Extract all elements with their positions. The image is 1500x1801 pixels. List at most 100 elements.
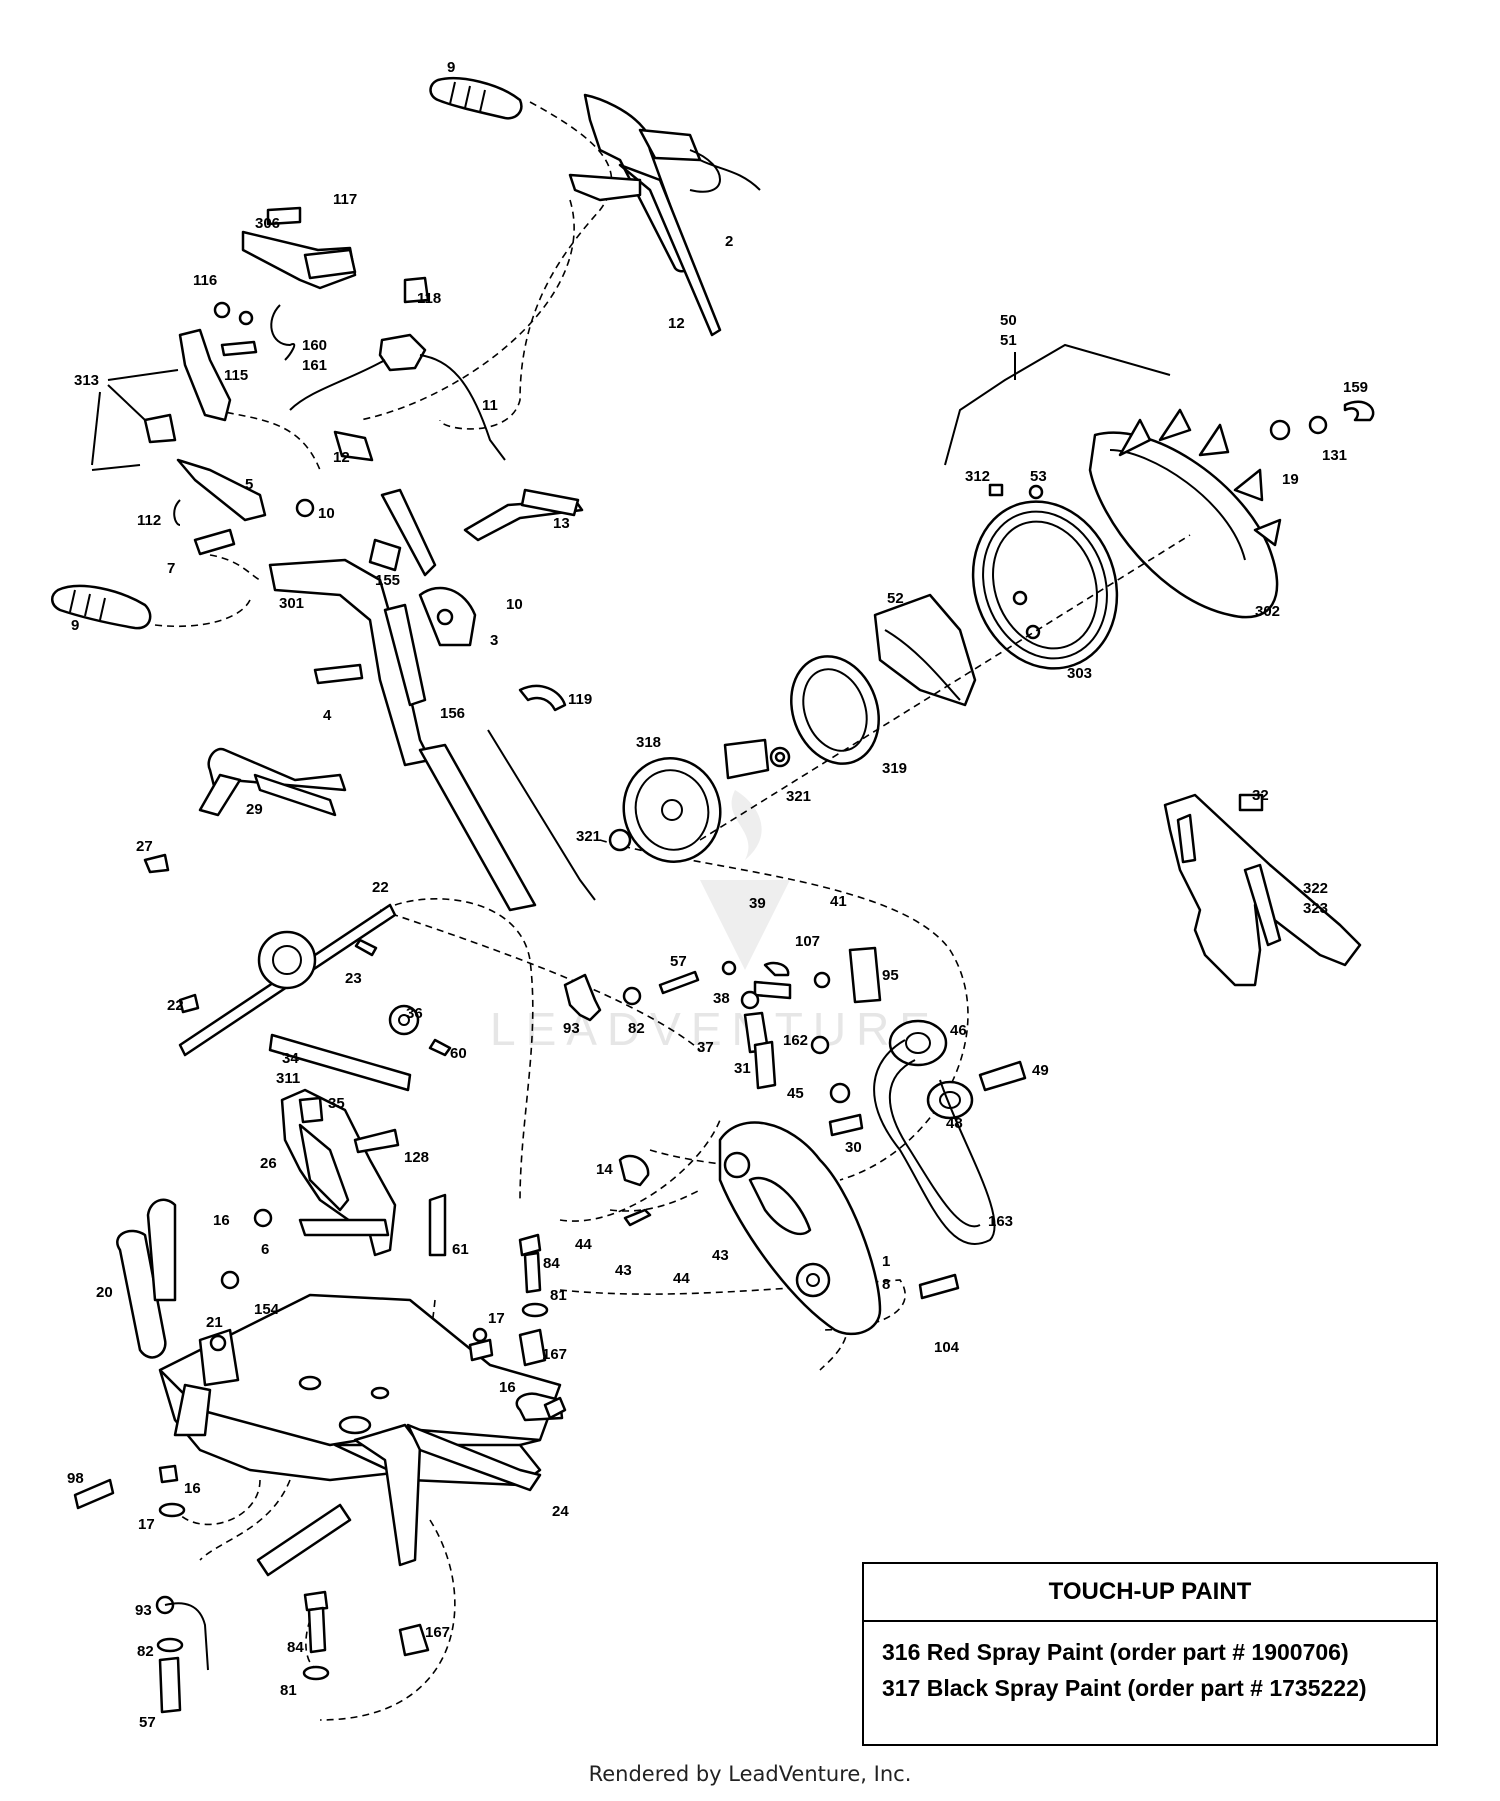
part-label: 162: [783, 1032, 808, 1049]
part-label: 318: [636, 734, 661, 751]
part-label: 61: [452, 1241, 469, 1258]
control-handle-upper: [568, 93, 761, 337]
part-label: 16: [184, 1480, 201, 1497]
part-label: 52: [887, 590, 904, 607]
axle-sprocket-chain: [143, 747, 452, 1092]
part-label: 41: [830, 893, 847, 910]
part-label: 311: [276, 1070, 300, 1087]
part-label: 161: [302, 357, 327, 374]
part-label: 44: [575, 1236, 592, 1253]
part-label: 154: [254, 1301, 280, 1318]
part-label: 39: [749, 895, 766, 912]
part-label: 4: [323, 707, 332, 724]
watermark-text: LEADVENTURE: [490, 1003, 940, 1055]
part-label: 7: [167, 560, 175, 577]
lever-assembly-upper-left: [91, 206, 584, 577]
part-label: 3: [490, 632, 498, 649]
part-label: 112: [137, 512, 161, 529]
watermark: LEADVENTURE: [490, 790, 940, 1055]
part-label: 22: [167, 997, 184, 1014]
part-label: 321: [576, 828, 601, 845]
part-label: 8: [882, 1276, 890, 1293]
part-label: 82: [628, 1020, 645, 1037]
part-label: 6: [261, 1241, 269, 1258]
part-label: 1: [882, 1253, 890, 1270]
leader-lines: [91, 352, 1016, 466]
touch-up-paint-list: 316 Red Spray Paint (order part # 190070…: [864, 1622, 1436, 1706]
part-label: 46: [950, 1022, 967, 1039]
part-label: 37: [697, 1039, 714, 1056]
footer-credit: Rendered by LeadVenture, Inc.: [588, 1762, 912, 1786]
part-label: 155: [375, 572, 400, 589]
part-label: 49: [1032, 1062, 1049, 1079]
main-frame: [158, 1293, 567, 1577]
handle-grip-lower: [51, 584, 152, 630]
center-linkage: [563, 946, 882, 1090]
part-label: 57: [139, 1714, 156, 1731]
paint-item-red: 316 Red Spray Paint (order part # 190070…: [882, 1639, 1349, 1665]
part-label: 10: [506, 596, 523, 613]
part-label: 319: [882, 760, 907, 777]
part-label: 19: [1282, 471, 1299, 488]
part-label: 16: [499, 1379, 516, 1396]
touch-up-paint-title: TOUCH-UP PAINT: [864, 1564, 1436, 1622]
part-label: 17: [488, 1310, 505, 1327]
part-label: 20: [96, 1284, 113, 1301]
lower-fasteners: [73, 1233, 549, 1714]
part-label: 116: [193, 272, 217, 289]
part-label: 98: [67, 1470, 84, 1487]
part-label: 131: [1322, 447, 1347, 464]
part-label: 14: [596, 1161, 613, 1178]
part-label: 167: [542, 1346, 567, 1363]
part-label: 312: [965, 468, 990, 485]
part-label: 45: [787, 1085, 804, 1102]
part-label: 156: [440, 705, 465, 722]
part-label: 301: [279, 595, 304, 612]
part-label: 93: [563, 1020, 580, 1037]
part-label: 84: [287, 1639, 304, 1656]
part-label: 167: [425, 1624, 450, 1641]
part-label: 24: [552, 1503, 569, 1520]
part-label: 36: [406, 1005, 423, 1022]
part-label: 35: [328, 1095, 345, 1112]
part-label: 11: [482, 397, 498, 414]
part-label: 12: [668, 315, 685, 332]
part-label: 38: [713, 990, 730, 1007]
part-label: 10: [318, 505, 335, 522]
part-label: 163: [988, 1213, 1013, 1230]
part-label: 32: [1252, 787, 1269, 804]
part-label: 321: [786, 788, 811, 805]
part-label: 29: [246, 801, 263, 818]
wheel-assembly: [608, 343, 1375, 863]
part-label: 9: [447, 59, 455, 76]
touch-up-paint-box: TOUCH-UP PAINT 316 Red Spray Paint (orde…: [862, 1562, 1438, 1746]
part-label: 5: [245, 476, 253, 493]
part-label: 302: [1255, 603, 1280, 620]
part-label: 16: [213, 1212, 230, 1229]
part-label: 323: [1303, 900, 1328, 917]
part-label: 160: [302, 337, 327, 354]
part-label: 2: [725, 233, 733, 250]
part-label: 12: [333, 449, 350, 466]
part-label: 48: [946, 1115, 963, 1132]
part-label: 43: [615, 1262, 632, 1279]
part-label: 82: [137, 1643, 154, 1660]
part-label: 50: [1000, 312, 1017, 329]
part-label: 128: [404, 1149, 429, 1166]
part-label: 17: [138, 1516, 155, 1533]
part-label: 23: [345, 970, 362, 987]
part-label: 115: [224, 367, 248, 384]
part-label: 60: [450, 1045, 467, 1062]
part-label: 93: [135, 1602, 152, 1619]
part-label: 313: [74, 372, 99, 389]
part-label: 119: [568, 691, 592, 708]
part-labels: 9 117 306 116 118 2 12 160 161 115 313 1…: [67, 59, 1368, 1731]
part-label: 22: [372, 879, 389, 896]
part-label: 31: [734, 1060, 751, 1077]
part-label: 81: [280, 1682, 297, 1699]
part-label: 104: [934, 1339, 960, 1356]
belt-pulley-system: [618, 1019, 1027, 1336]
part-label: 84: [543, 1255, 560, 1272]
handle-grip-upper: [429, 76, 523, 120]
part-label: 107: [795, 933, 820, 950]
